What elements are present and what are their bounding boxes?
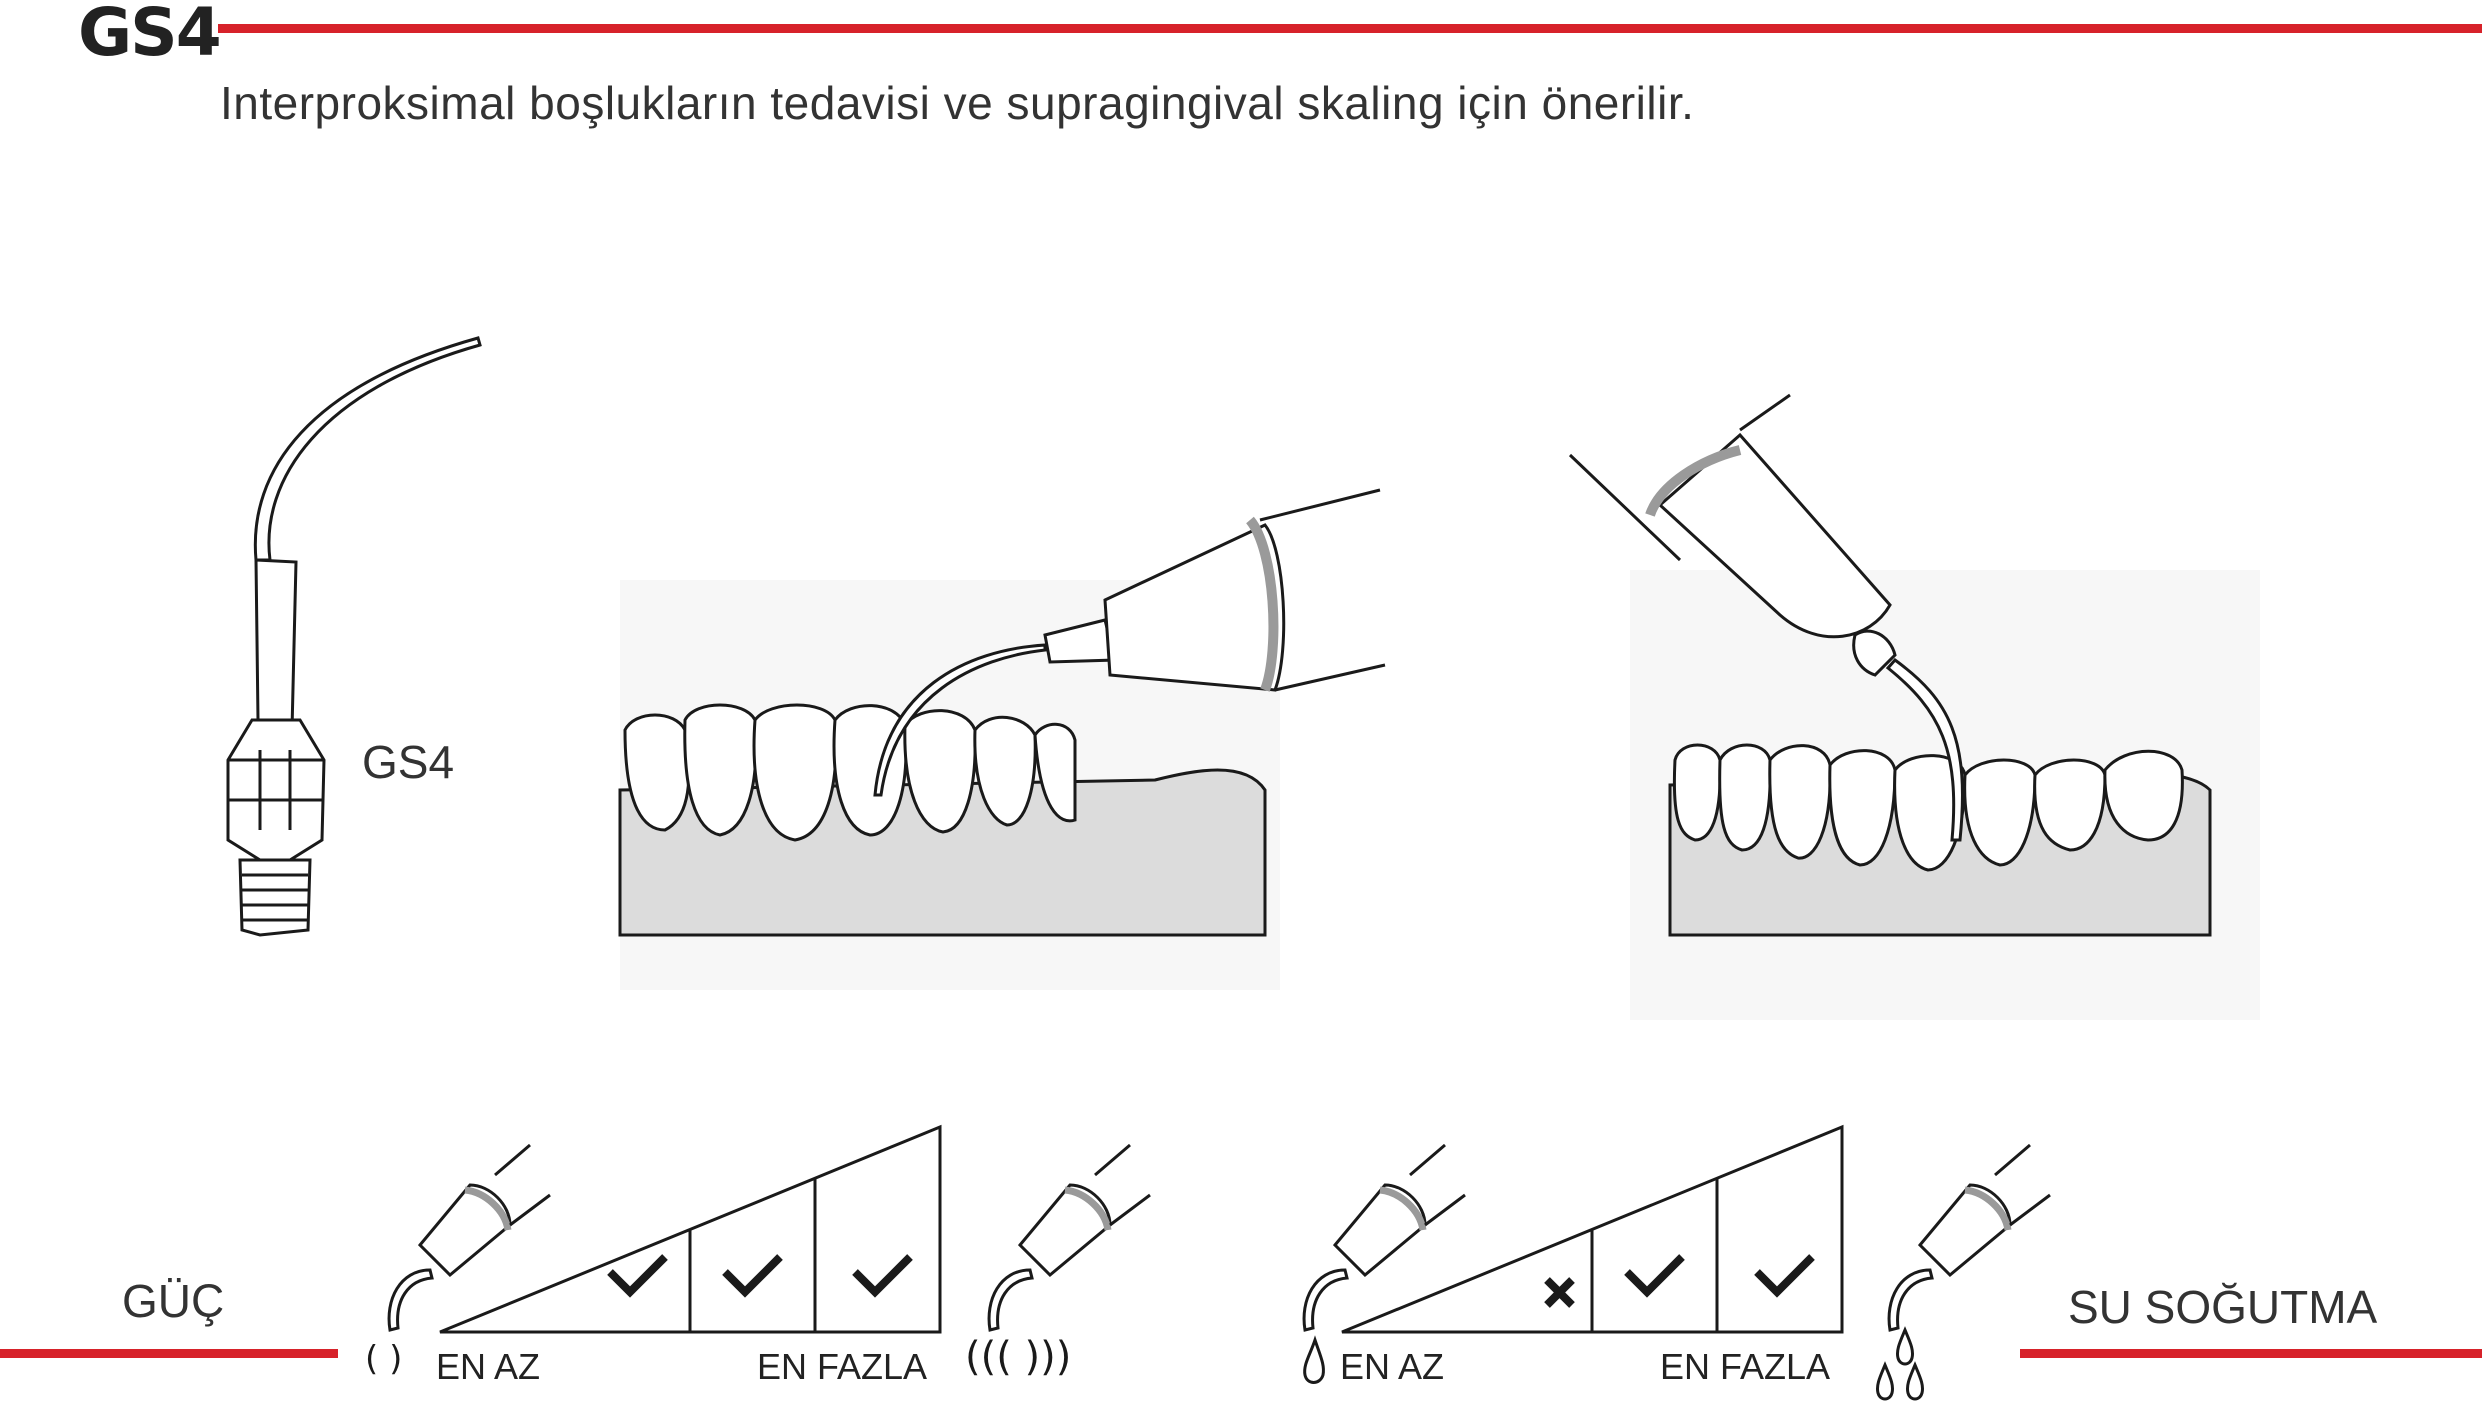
water-max-label: EN FAZLA bbox=[1660, 1346, 1831, 1387]
power-label: GÜÇ bbox=[122, 1275, 225, 1327]
power-min-label: EN AZ bbox=[436, 1346, 541, 1387]
svg-text:( ): ( ) bbox=[365, 1339, 402, 1379]
water-min-label: EN AZ bbox=[1340, 1346, 1445, 1387]
power-rule bbox=[0, 1349, 338, 1358]
power-low-handpiece-icon: ( ) bbox=[365, 1143, 551, 1379]
treatment-scene-left bbox=[618, 488, 1386, 990]
power-triangle-scale bbox=[439, 1124, 942, 1334]
treatment-scene-right bbox=[1568, 393, 2260, 1020]
page-title: GS4 bbox=[78, 0, 222, 71]
water-triangle-scale bbox=[1341, 1124, 1844, 1334]
water-rule bbox=[2020, 1349, 2482, 1358]
power-max-label: EN FAZLA bbox=[757, 1346, 928, 1387]
title-rule bbox=[218, 24, 2482, 33]
tip-label: GS4 bbox=[362, 736, 455, 788]
power-high-handpiece-icon: ((( ))) bbox=[965, 1143, 1151, 1380]
water-high-handpiece-icon bbox=[1876, 1143, 2051, 1401]
water-label: SU SOĞUTMA bbox=[2068, 1281, 2378, 1333]
svg-text:((( ))): ((( ))) bbox=[965, 1334, 1071, 1380]
scaler-tip-illustration bbox=[226, 336, 482, 937]
page-subtitle: Interproksimal boşlukların tedavisi ve s… bbox=[220, 77, 1695, 129]
water-low-handpiece-icon bbox=[1302, 1143, 1466, 1384]
